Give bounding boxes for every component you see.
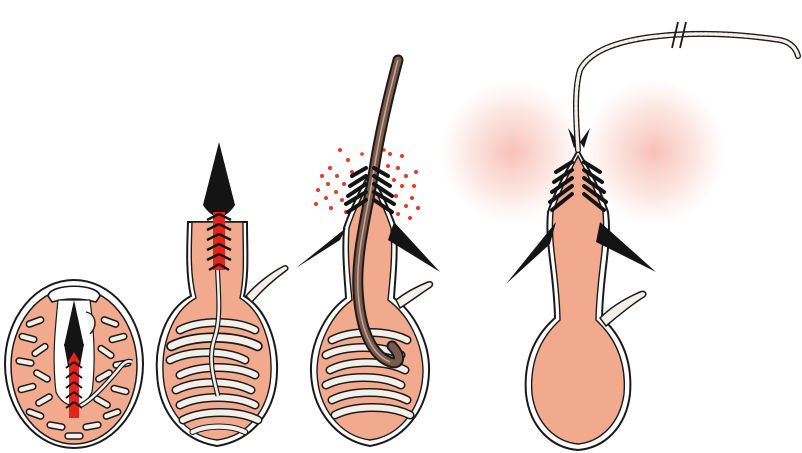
stage-4-capsule — [440, 22, 798, 450]
stage-3-capsule — [296, 60, 440, 446]
stage-3-left-spine — [296, 228, 346, 268]
stage-4-operculum-lid — [600, 291, 646, 326]
stage-1-capsule — [5, 280, 143, 448]
stage-2-capsule — [157, 142, 288, 446]
stage-2-operculum-lid — [246, 266, 288, 302]
stage-3-operculum-lid — [396, 282, 432, 308]
stage-2-stylet — [203, 142, 235, 218]
